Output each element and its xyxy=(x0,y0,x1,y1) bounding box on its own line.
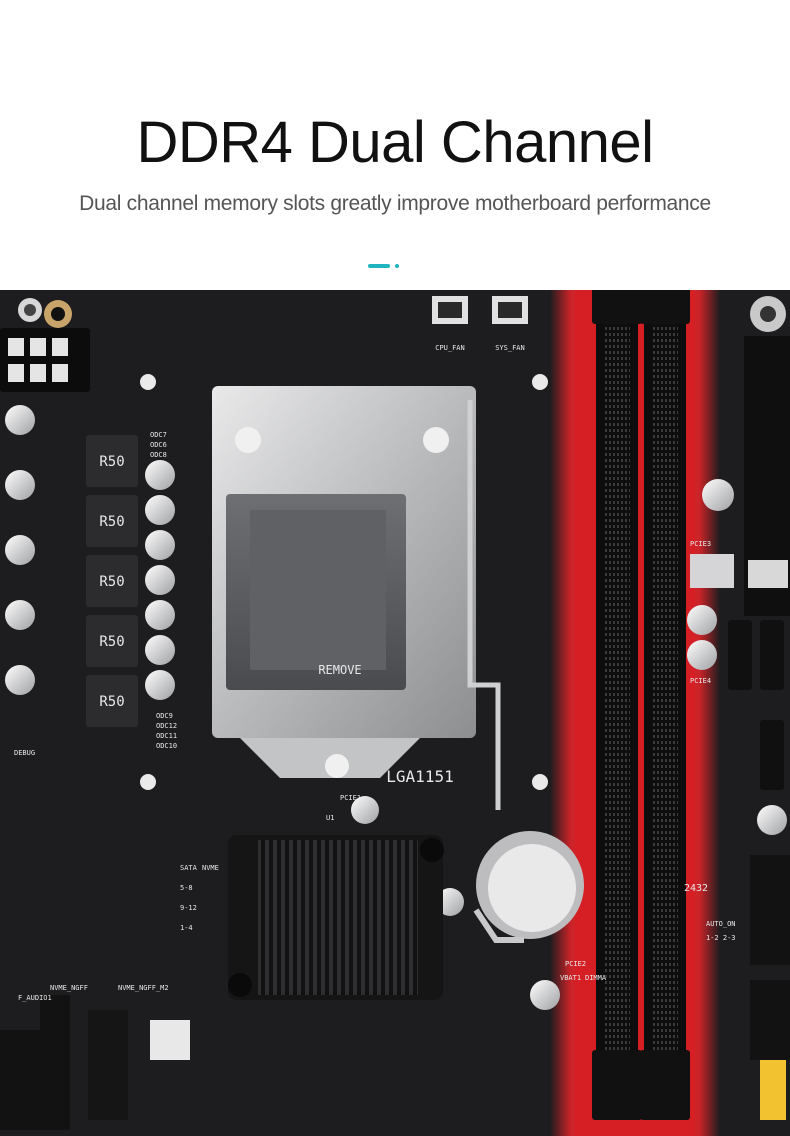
sata-row-label: 9-12 xyxy=(180,904,197,912)
inductor-label: R50 xyxy=(99,694,124,710)
silkscreen-labels: F_AUDIO1 NVME_NGFF NVME_NGFF_M2 PCIE1 PC… xyxy=(14,540,736,1002)
cpu-fan-label: CPU_FAN xyxy=(435,344,465,352)
capacitor-label: ODC9 xyxy=(156,712,173,720)
fan-headers: CPU_FAN SYS_FAN xyxy=(432,296,528,352)
power-connector xyxy=(0,328,90,392)
capacitor-label: ODC11 xyxy=(156,732,177,740)
memory-slots xyxy=(592,290,690,1120)
pcie4-label: PCIE4 xyxy=(690,677,711,685)
sata-ports xyxy=(690,336,790,790)
nvme-ngff-label: NVME_NGFF xyxy=(50,984,88,992)
vbat-label: VBAT1 xyxy=(560,974,581,982)
vrm-inductors: R50 R50 R50 R50 R50 xyxy=(86,435,138,727)
auto-on-label: AUTO_ON xyxy=(706,920,736,928)
pcie1-label: PCIE1 xyxy=(340,794,361,802)
nvme-ngff-m2-label: NVME_NGFF_M2 xyxy=(118,984,169,992)
sata-row-label: 5-8 xyxy=(180,884,193,892)
socket-cover-label: REMOVE xyxy=(318,663,361,677)
page-title: DDR4 Dual Channel xyxy=(136,110,654,175)
capacitor-label: ODC7 xyxy=(150,431,167,439)
capacitor-label: ODC6 xyxy=(150,441,167,449)
sata-label: SATA xyxy=(180,864,198,872)
mounting-holes xyxy=(18,296,786,790)
serial-label: 2432 xyxy=(684,883,708,894)
cmos-battery: VBAT1 xyxy=(473,831,584,982)
front-panel-headers: 2432 xyxy=(0,855,790,1130)
pcie2-label: PCIE2 xyxy=(565,960,586,968)
f-audio-label: F_AUDIO1 xyxy=(18,994,52,1002)
chipset-heatsink xyxy=(228,835,444,1000)
pcie3-label: PCIE3 xyxy=(690,540,711,548)
page-subtitle: Dual channel memory slots greatly improv… xyxy=(79,192,711,215)
sata-row-label: 1-4 xyxy=(180,924,193,932)
capacitor-label: ODC10 xyxy=(156,742,177,750)
socket-label: LGA1151 xyxy=(386,767,453,786)
u1-label: U1 xyxy=(326,814,334,822)
inductor-label: R50 xyxy=(99,634,124,650)
nvme-label: NVME xyxy=(202,864,219,872)
motherboard-photo: R50 R50 R50 R50 R50 ODC7 ODC6 ODC8 ODC9 … xyxy=(0,290,790,1136)
accent-dash xyxy=(368,264,390,268)
capacitor-label: ODC8 xyxy=(150,451,167,459)
sys-fan-label: SYS_FAN xyxy=(495,344,525,352)
inductor-label: R50 xyxy=(99,454,124,470)
cpu-socket: REMOVE LGA1151 U1 xyxy=(212,386,501,822)
jumper-label: 1-2 2-3 xyxy=(706,934,736,942)
inductor-label: R50 xyxy=(99,574,124,590)
inductor-label: R50 xyxy=(99,514,124,530)
debug-label: DEBUG xyxy=(14,749,35,757)
dimm-label: DIMMA xyxy=(585,974,607,982)
capacitor-label: ODC12 xyxy=(156,722,177,730)
accent-dot xyxy=(395,264,399,268)
